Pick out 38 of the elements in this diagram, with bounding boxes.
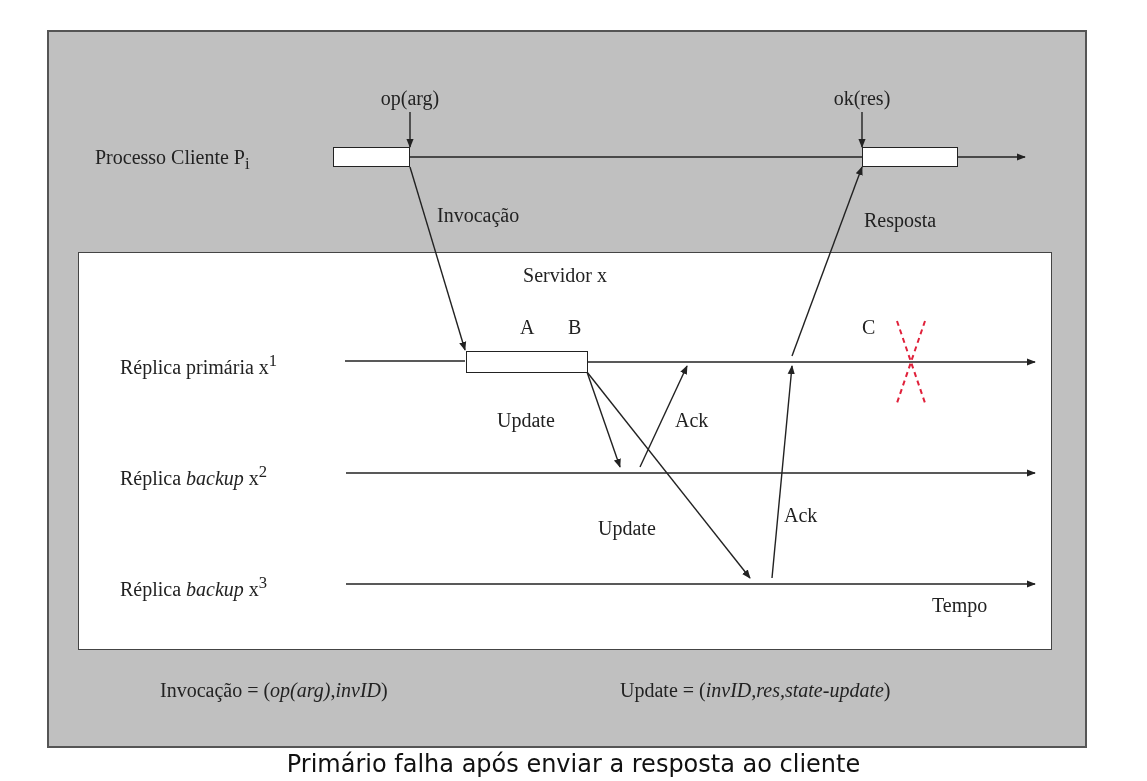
timeline-line xyxy=(344,360,466,362)
arrow xyxy=(791,166,863,357)
caption: Primário falha após enviar a resposta ao cliente xyxy=(285,749,862,779)
arrow xyxy=(858,111,866,148)
axis-label: Tempo xyxy=(932,593,988,617)
activation-box xyxy=(862,147,958,167)
arrow xyxy=(586,371,621,468)
timeline-line xyxy=(409,156,863,158)
timeline-arrow xyxy=(346,468,1036,478)
arrow xyxy=(639,365,688,468)
definition-text: Update = (invID,res,state-update) xyxy=(620,678,891,702)
edge-label: Ack xyxy=(784,503,818,527)
edge-label: Update xyxy=(598,516,656,540)
point-label: B xyxy=(568,315,582,339)
result-label: ok(res) xyxy=(812,86,912,112)
timeline-arrow xyxy=(346,579,1036,589)
edge-label: Resposta xyxy=(864,208,937,232)
timeline-arrow xyxy=(588,357,1036,367)
edge-label: Update xyxy=(497,408,555,432)
arrow xyxy=(409,166,467,351)
point-label: A xyxy=(520,315,535,339)
lane-label: Réplica primária x$^{1}$ xyxy=(120,350,278,379)
lane-label: Réplica backup x$^{2}$ xyxy=(120,461,268,490)
edge-label: Invocação xyxy=(437,203,520,227)
arrow xyxy=(957,153,1026,161)
arrow xyxy=(406,111,414,148)
arrow xyxy=(771,365,795,579)
lane-label: Réplica backup x$^{3}$ xyxy=(120,572,268,601)
edge-label: Ack xyxy=(675,408,709,432)
operation-label: op(arg) xyxy=(355,86,465,112)
definition-text: Invocação = (op(arg),invID) xyxy=(160,678,388,702)
server-box xyxy=(78,252,1052,650)
arrow xyxy=(586,371,751,579)
box-title: Servidor x xyxy=(523,263,607,287)
activation-box xyxy=(333,147,410,167)
point-label: C xyxy=(862,315,876,339)
activation-box xyxy=(466,351,588,373)
lane-label: Processo Cliente P$_{i}$ xyxy=(95,145,250,175)
